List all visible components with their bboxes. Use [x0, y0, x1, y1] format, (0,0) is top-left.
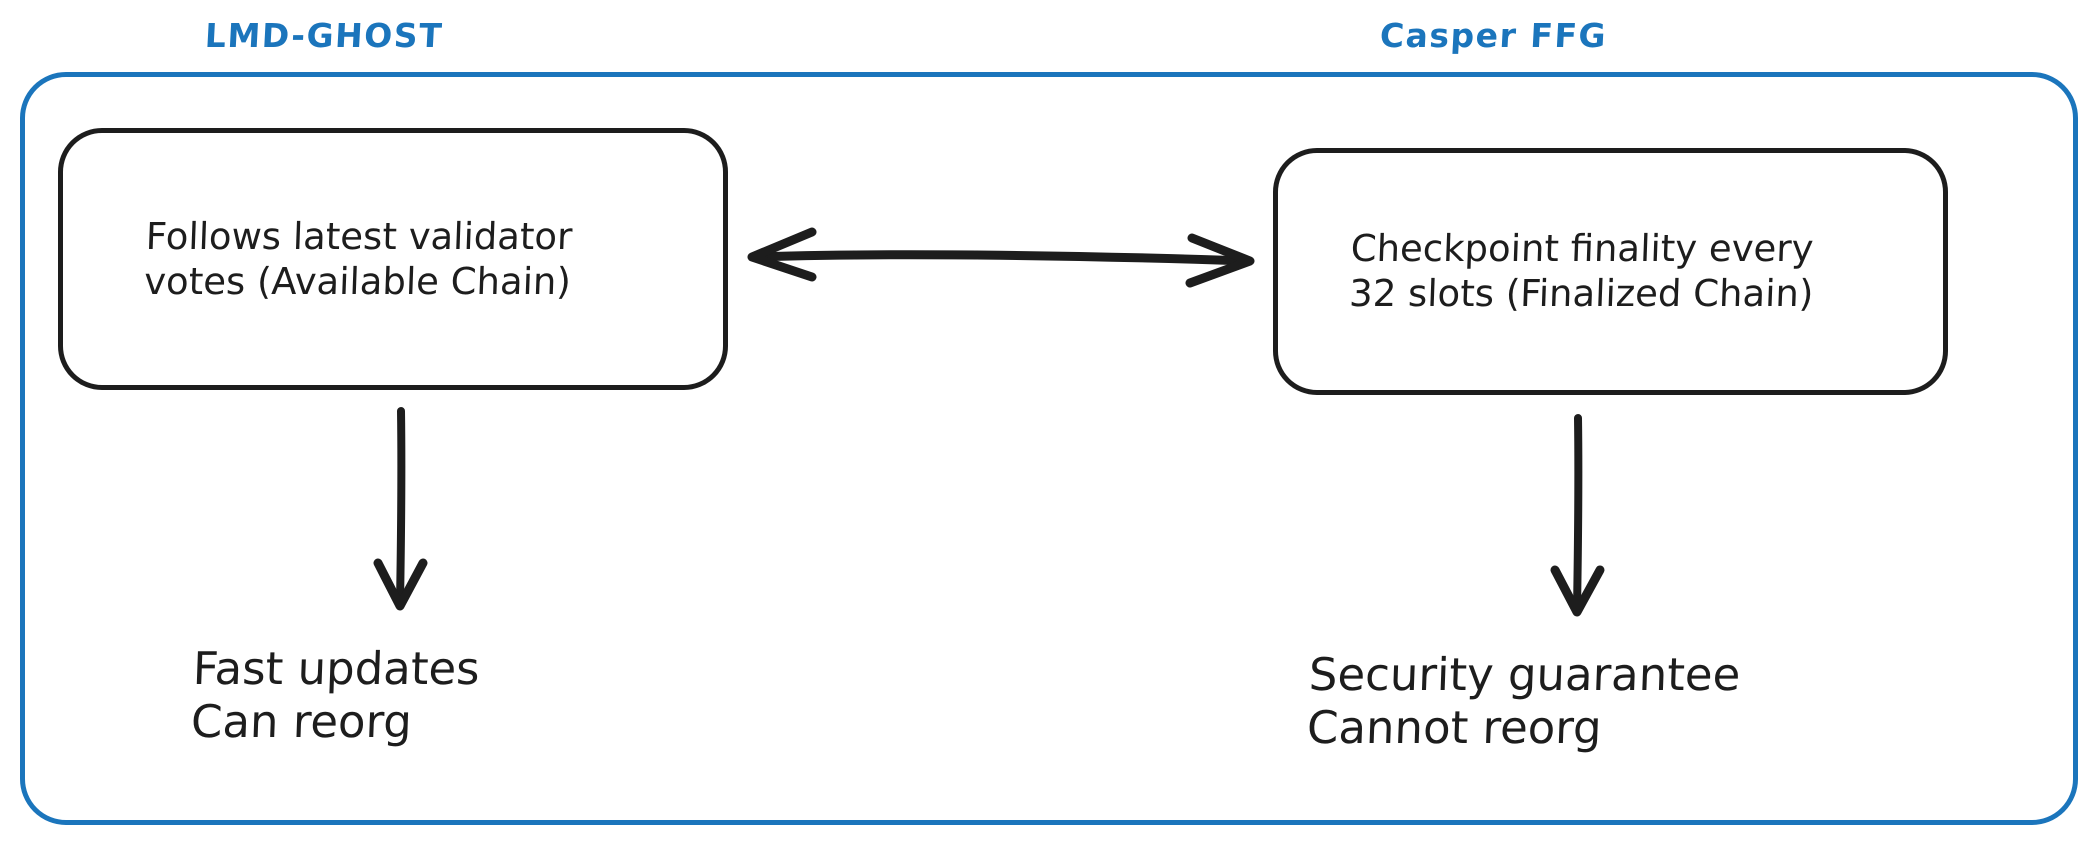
outer-container-frame [20, 72, 2078, 825]
column-title-lmd-ghost: LMD-GHOST [203, 16, 445, 55]
node-casper-ffg[interactable]: Checkpoint finality every 32 slots (Fina… [1273, 148, 1948, 395]
outcome-lmd-ghost-label: Fast updates Can reorg [190, 642, 481, 749]
node-lmd-ghost-label: Follows latest validator votes (Availabl… [143, 214, 574, 303]
outcome-casper-ffg-label: Security guarantee Cannot reorg [1306, 648, 1742, 755]
node-casper-ffg-label: Checkpoint finality every 32 slots (Fina… [1348, 227, 1815, 316]
node-lmd-ghost[interactable]: Follows latest validator votes (Availabl… [58, 128, 728, 390]
column-title-casper-ffg: Casper FFG [1378, 16, 1609, 55]
